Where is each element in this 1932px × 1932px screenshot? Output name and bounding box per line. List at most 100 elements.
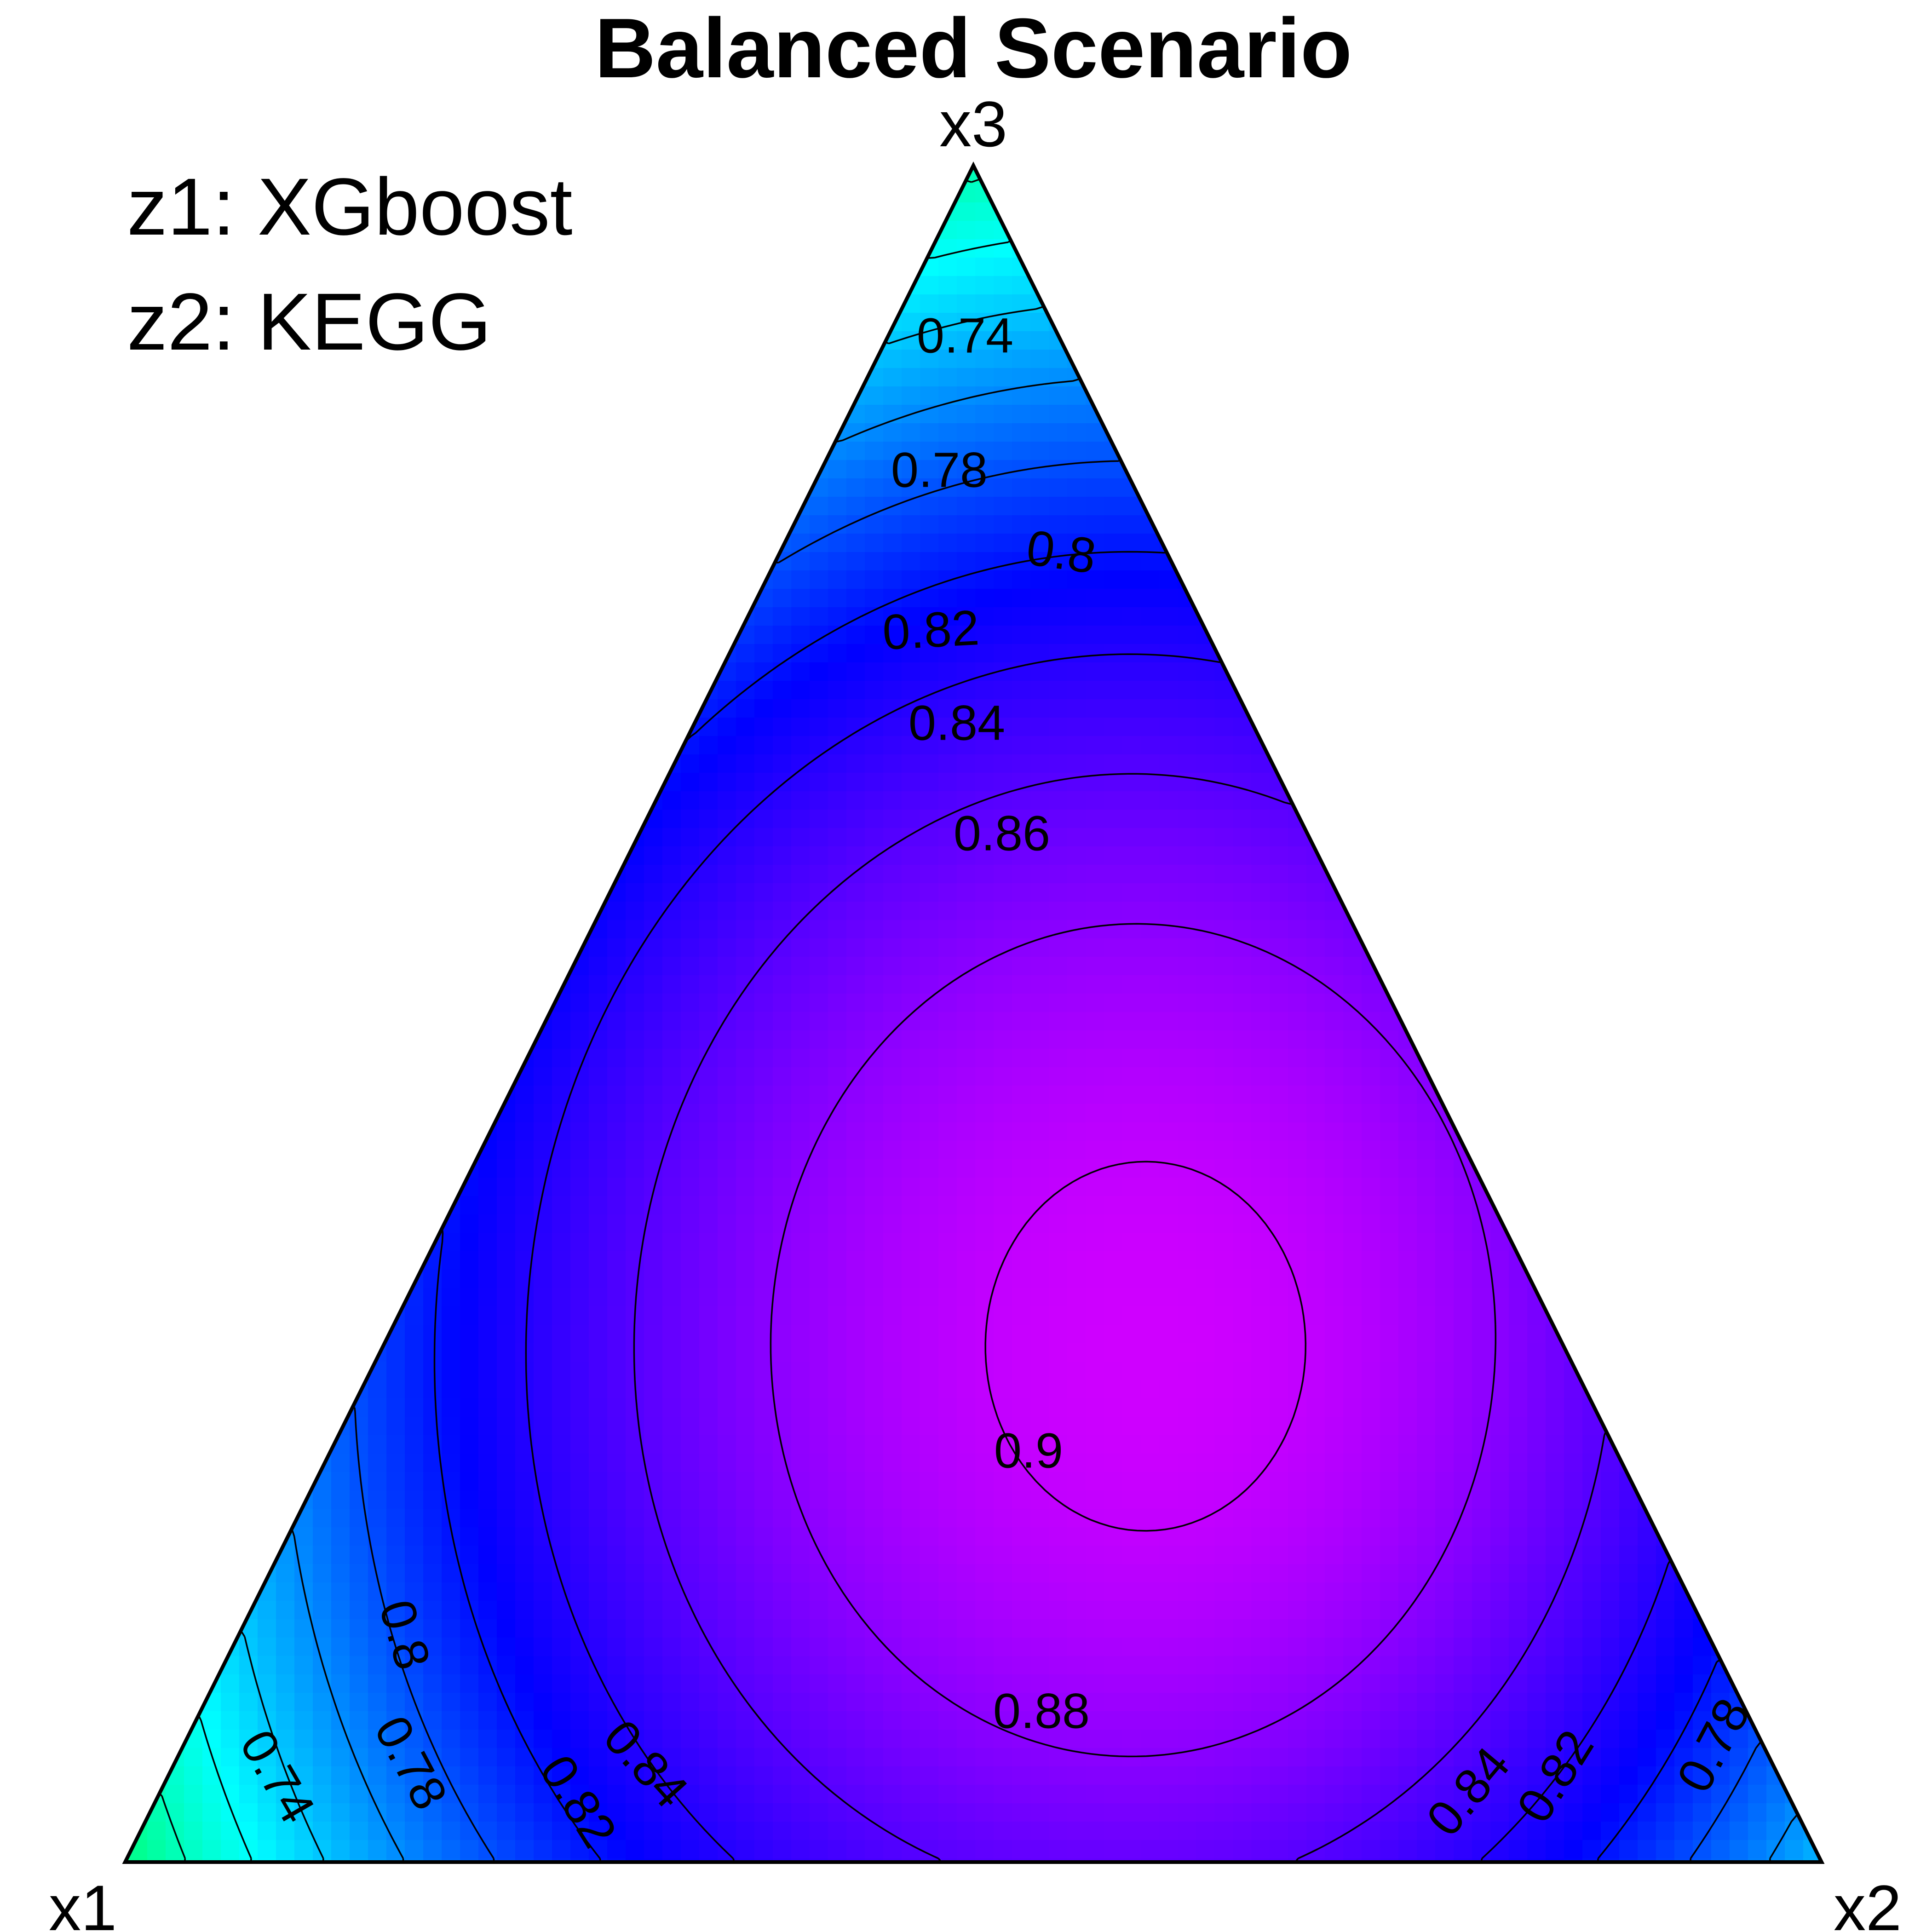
heat-cell (883, 791, 902, 810)
heat-cell (1288, 975, 1307, 994)
heat-cell (1564, 1638, 1583, 1656)
heat-cell (1417, 1766, 1436, 1785)
heat-cell (754, 607, 773, 626)
heat-cell (1233, 1601, 1252, 1620)
heat-cell (607, 1656, 626, 1675)
heat-cell (626, 1490, 644, 1509)
heat-cell (975, 423, 994, 442)
heat-cell (1656, 1785, 1675, 1804)
heat-cell (1104, 644, 1123, 663)
heat-cell (644, 1233, 663, 1252)
heat-cell (1030, 1766, 1049, 1785)
heat-cell (1049, 1638, 1068, 1656)
heat-cell (1178, 1104, 1196, 1123)
heat-cell (1067, 1398, 1086, 1417)
heat-cell (1012, 331, 1031, 350)
heat-cell (1122, 1343, 1141, 1362)
heat-cell (1343, 883, 1362, 902)
heat-cell (975, 1638, 994, 1656)
heat-cell (902, 1233, 920, 1252)
heat-cell (662, 1601, 681, 1620)
heat-cell (644, 1380, 663, 1399)
heat-cell (1012, 754, 1031, 773)
heat-cell (791, 1472, 810, 1491)
heat-cell (1343, 1343, 1362, 1362)
heat-cell (313, 1417, 332, 1436)
heat-cell (1178, 681, 1196, 700)
heat-cell (1270, 1803, 1288, 1822)
heat-cell (1067, 1785, 1086, 1804)
heat-cell (994, 1012, 1012, 1031)
heat-cell (607, 1067, 626, 1086)
heat-cell (1601, 1730, 1620, 1748)
heat-cell (1122, 1638, 1141, 1656)
heat-cell (626, 1454, 644, 1472)
heat-cell (736, 1104, 755, 1123)
heat-cell (938, 1490, 957, 1509)
heat-cell (846, 1104, 865, 1123)
heat-cell (1490, 1454, 1509, 1472)
heat-cell (681, 1417, 700, 1436)
heat-cell (1030, 478, 1049, 497)
heat-cell (1012, 515, 1031, 534)
heat-cell (552, 938, 571, 957)
heat-cell (276, 1840, 295, 1859)
heat-cell (1104, 405, 1123, 424)
heat-cell (1601, 1490, 1620, 1509)
heat-cell (1656, 1803, 1675, 1822)
heat-cell (221, 1730, 240, 1748)
heat-cell (1251, 883, 1270, 902)
heat-cell (1214, 828, 1233, 847)
heat-cell (902, 626, 920, 644)
heat-cell (902, 1840, 920, 1859)
heat-cell (478, 1730, 497, 1748)
heat-cell (644, 1030, 663, 1049)
heat-cell (552, 1711, 571, 1730)
heat-cell (957, 828, 976, 847)
heat-cell (478, 1435, 497, 1454)
heat-cell (920, 386, 939, 405)
heat-cell (258, 1527, 276, 1546)
heat-cell (1325, 957, 1344, 976)
heat-cell (920, 202, 939, 221)
heat-cell (791, 1306, 810, 1325)
heat-cell (607, 1030, 626, 1049)
heat-cell (1122, 589, 1141, 608)
heat-cell (1233, 1674, 1252, 1693)
heat-cell (1417, 1196, 1436, 1215)
heat-cell (883, 1122, 902, 1141)
heat-cell (1049, 1159, 1068, 1178)
heat-cell (626, 1803, 644, 1822)
heat-cell (773, 1086, 792, 1104)
heat-cell (994, 1104, 1012, 1123)
heat-cell (294, 1693, 313, 1712)
heat-cell (552, 1122, 571, 1141)
heat-cell (1012, 644, 1031, 663)
heat-cell (938, 1122, 957, 1141)
heat-cell (1233, 865, 1252, 884)
heat-cell (515, 1656, 534, 1675)
heat-cell (1417, 1638, 1436, 1656)
heat-cell (368, 1693, 387, 1712)
heat-cell (865, 699, 884, 718)
heat-cell (460, 1509, 479, 1528)
heat-cell (810, 1178, 828, 1196)
heat-cell (1214, 1766, 1233, 1785)
heat-cell (1196, 1104, 1215, 1123)
heat-cell (846, 1325, 865, 1344)
heat-cell (1122, 1601, 1141, 1620)
heat-cell (1122, 957, 1141, 976)
heat-cell (957, 736, 976, 755)
heat-cell (957, 1306, 976, 1325)
heat-cell (1270, 736, 1288, 755)
heat-cell (994, 350, 1012, 368)
heat-cell (920, 1785, 939, 1804)
heat-cell (975, 1674, 994, 1693)
heat-cell (644, 1527, 663, 1546)
heat-cell (1159, 1049, 1178, 1068)
heat-cell (773, 681, 792, 700)
heat-cell (570, 1104, 589, 1123)
heat-cell (1178, 1067, 1196, 1086)
heat-cell (1509, 1270, 1528, 1288)
heat-cell (276, 1748, 295, 1767)
